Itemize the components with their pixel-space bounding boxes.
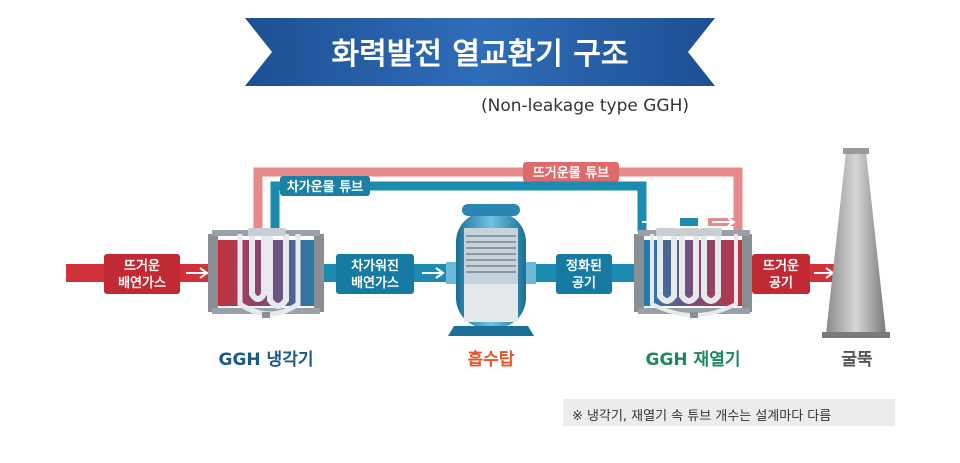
ggh-reheater-label: GGH 재열기 bbox=[646, 350, 741, 370]
hot-air-line1: 뜨거운 bbox=[763, 259, 799, 274]
hot-tube-label: 뜨거운물 튜브 bbox=[533, 166, 609, 181]
hot-water-tube: 뜨거운물 튜브 bbox=[253, 162, 743, 232]
purified-air-line2: 공기 bbox=[572, 276, 596, 291]
ggh-cooler-unit bbox=[208, 228, 324, 318]
cooled-flue-gas-line1: 차가워진 bbox=[351, 258, 399, 274]
hot-flue-gas-line2: 배연가스 bbox=[118, 275, 166, 291]
purified-air-label: 정화된 공기 bbox=[556, 254, 612, 294]
cold-water-tube: 차가운물 튜브 bbox=[270, 176, 647, 232]
title-banner: 화력발전 열교환기 구조 bbox=[245, 18, 715, 86]
purified-air-line1: 정화된 bbox=[566, 258, 602, 274]
page-title: 화력발전 열교환기 구조 bbox=[332, 37, 629, 72]
reheater-inlet-arrows bbox=[642, 217, 738, 227]
ggh-reheater-unit bbox=[634, 228, 752, 318]
cold-tube-label: 차가운물 튜브 bbox=[287, 179, 363, 195]
cooled-flue-gas-label: 차가워진 배연가스 bbox=[336, 254, 445, 294]
ggh-cooler-label: GGH 냉각기 bbox=[219, 350, 314, 370]
hot-air-line2: 공기 bbox=[769, 276, 793, 291]
absorber-label: 흡수탑 bbox=[468, 349, 515, 370]
subtitle: (Non-leakage type GGH) bbox=[481, 96, 689, 116]
hot-flue-gas-line1: 뜨거운 bbox=[124, 259, 160, 274]
chimney-label: 굴뚝 bbox=[841, 350, 873, 370]
note-box bbox=[563, 399, 895, 426]
chimney bbox=[822, 148, 890, 338]
hot-flue-gas-label: 뜨거운 배연가스 bbox=[104, 254, 209, 294]
absorber-tower bbox=[446, 204, 536, 336]
hot-air-label: 뜨거운 공기 bbox=[752, 254, 835, 294]
design-note: ※ 냉각기, 재열기 속 튜브 개수는 설계마다 다름 bbox=[572, 409, 832, 424]
cooled-flue-gas-line2: 배연가스 bbox=[351, 275, 399, 291]
